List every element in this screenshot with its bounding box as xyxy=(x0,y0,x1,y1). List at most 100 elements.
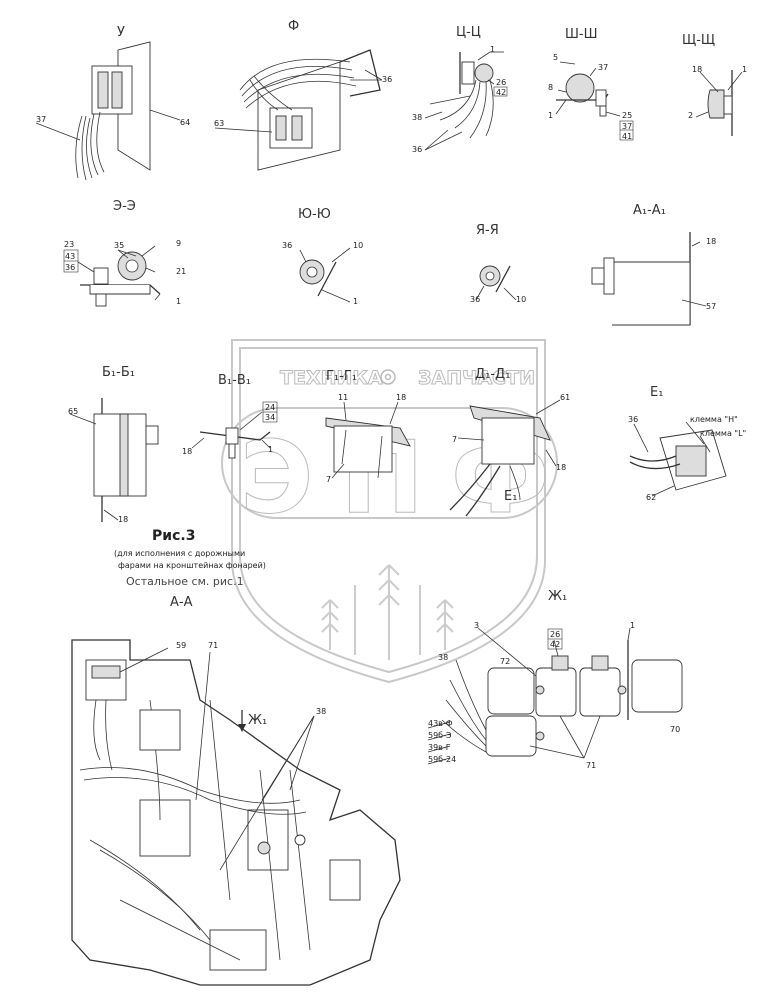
view-v1-label: 24 xyxy=(265,403,275,412)
view-f-label: 63 xyxy=(214,119,224,128)
view-c-label: 1 xyxy=(490,45,495,54)
view-aa-label: 38 xyxy=(316,707,326,716)
gear-icon xyxy=(380,369,396,385)
view-g1-title: Г₁-Г₁ xyxy=(326,369,357,384)
view-aa-title: А-А xyxy=(170,595,193,610)
view-e-label: 36 xyxy=(65,263,75,272)
view-zh1-label: 42 xyxy=(550,640,560,649)
view-yu-title: Ю-Ю xyxy=(298,207,331,222)
view-ya-label: 10 xyxy=(516,295,526,304)
view-aa-label: Ж₁ xyxy=(248,713,267,728)
watermark-shield xyxy=(221,339,558,684)
view-e1-label: клемма "L" xyxy=(700,429,746,438)
view-e1-title: Е₁ xyxy=(650,385,663,400)
view-c-title: Ц-Ц xyxy=(456,25,481,40)
view-e-title: Э-Э xyxy=(113,199,136,214)
view-f: Ф 36 63 xyxy=(214,19,392,171)
view-v1-label: 1 xyxy=(268,445,273,454)
view-sh-title: Ш-Ш xyxy=(565,27,598,42)
view-shch: Щ-Щ 18 1 2 xyxy=(682,33,747,136)
view-e1-label: клемма "Н" xyxy=(690,415,738,424)
view-shch-label: 18 xyxy=(692,65,702,74)
view-zh1-label: 26 xyxy=(550,630,560,639)
view-g1-label: 7 xyxy=(326,475,331,484)
view-u-label: 37 xyxy=(36,115,46,124)
view-d1-label: 61 xyxy=(560,393,570,402)
view-c-label: 38 xyxy=(412,113,422,122)
view-c: Ц-Ц 1 26 42 38 36 xyxy=(412,25,508,154)
view-v1: В₁-В₁ 24 34 18 1 xyxy=(182,373,278,459)
view-yu-label: 10 xyxy=(353,241,363,250)
view-e-label: 35 xyxy=(114,241,124,250)
view-zh1-title: Ж₁ xyxy=(548,589,567,604)
view-f-title: Ф xyxy=(288,19,299,34)
view-ya: Я-Я 36 10 xyxy=(470,223,526,304)
view-ya-title: Я-Я xyxy=(476,223,499,238)
view-zh1-label: 38 xyxy=(438,653,448,662)
view-e-label: 21 xyxy=(176,267,186,276)
view-b1-label: 18 xyxy=(118,515,128,524)
view-b1: Б₁-Б₁ 65 18 xyxy=(68,365,159,524)
view-sh-label: 1 xyxy=(548,111,553,120)
view-d1-label: 7 xyxy=(452,435,457,444)
view-shch-label: 2 xyxy=(688,111,693,120)
watermark-left-text: ТЕХНИКА xyxy=(280,367,383,389)
figure-title: Рис.3 xyxy=(152,528,196,544)
view-v1-label: 18 xyxy=(182,447,192,456)
view-zh1-label: 71 xyxy=(586,761,596,770)
view-zh1-label: 39в-Г xyxy=(428,743,451,752)
view-a1: А₁-А₁ 18 57 xyxy=(591,203,716,326)
view-zh1-label: 59б-24 xyxy=(428,755,456,764)
view-ya-label: 36 xyxy=(470,295,480,304)
view-zh1-label: 70 xyxy=(670,725,680,734)
view-zh1-label: 1 xyxy=(630,621,635,630)
view-c-label: 42 xyxy=(496,88,506,97)
view-b1-title: Б₁-Б₁ xyxy=(102,365,135,380)
view-sh-label: 8 xyxy=(548,83,553,92)
watermark-right-text: ЗАПЧАСТИ xyxy=(418,367,535,389)
view-f-label: 36 xyxy=(382,75,392,84)
figure-note: Остальное см. рис.1 xyxy=(126,575,244,588)
view-d1-label: 18 xyxy=(556,463,566,472)
view-shch-label: 1 xyxy=(742,65,747,74)
view-sh-label: 37 xyxy=(622,122,632,131)
figure-subtitle-line2: фарами на кронштейнах фонарей) xyxy=(118,561,266,570)
view-yu: Ю-Ю 36 10 1 xyxy=(282,207,363,306)
view-zh1-label: 3 xyxy=(474,621,479,630)
view-sh-label: 5 xyxy=(553,53,558,62)
view-zh1-label: 43в-Ф xyxy=(428,719,453,728)
view-e1-label: 36 xyxy=(628,415,638,424)
view-e-label: 43 xyxy=(65,252,75,261)
view-v1-title: В₁-В₁ xyxy=(218,373,251,388)
view-c-label: 26 xyxy=(496,78,506,87)
view-sh-label: 41 xyxy=(622,132,632,141)
view-sh: Ш-Ш 5 37 8 1 25 37 41 xyxy=(548,27,634,141)
view-zh1-label: 59б-Э xyxy=(428,731,452,740)
view-zh1: Ж₁ 3 26 42 1 38 72 70 71 43в-Ф 59б-Э xyxy=(427,589,683,770)
view-d1: Д₁-Д₁ 61 7 18 E₁ xyxy=(449,367,570,517)
view-v1-label: 34 xyxy=(265,413,275,422)
view-d1-title: Д₁-Д₁ xyxy=(475,367,510,382)
view-a1-title: А₁-А₁ xyxy=(633,203,666,218)
view-g1-label: 18 xyxy=(396,393,406,402)
view-aa-label: 59 xyxy=(176,641,186,650)
view-shch-title: Щ-Щ xyxy=(682,33,715,48)
view-e1-label: 62 xyxy=(646,493,656,502)
view-u: У 37 64 xyxy=(35,25,190,181)
view-u-title: У xyxy=(117,25,125,40)
view-c-label: 36 xyxy=(412,145,422,154)
view-b1-label: 65 xyxy=(68,407,78,416)
view-e-label: 23 xyxy=(64,240,74,249)
view-aa-label: 71 xyxy=(208,641,218,650)
view-sh-label: 25 xyxy=(622,111,632,120)
view-u-label: 64 xyxy=(180,118,190,127)
view-e: Э-Э 35 9 21 1 23 43 36 xyxy=(63,199,186,307)
view-a1-label: 57 xyxy=(706,302,716,311)
view-e-label: 9 xyxy=(176,239,181,248)
view-yu-label: 1 xyxy=(353,297,358,306)
view-zh1-label: 72 xyxy=(500,657,510,666)
view-e1: Е₁ 36 клемма "Н" клемма "L" 62 xyxy=(628,385,746,502)
view-e-label: 1 xyxy=(176,297,181,306)
